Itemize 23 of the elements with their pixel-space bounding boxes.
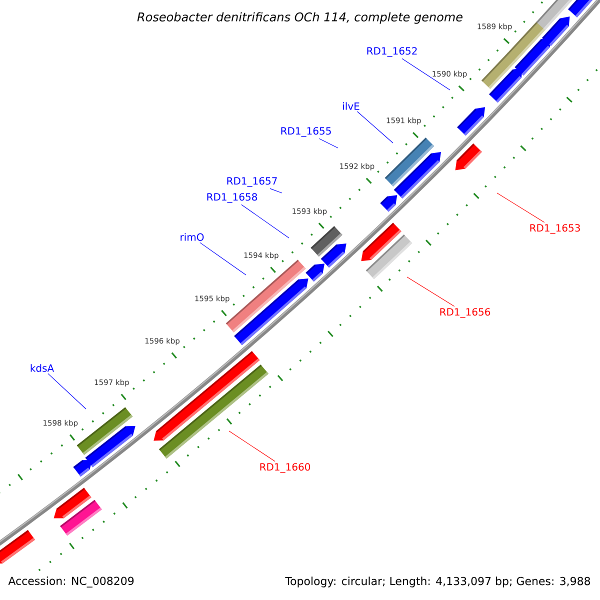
gene-label: RD1_1658 [207,193,258,203]
gene-label: RD1_1656 [440,308,490,318]
leader-line [270,188,282,194]
leader-line [228,430,276,462]
leader-line [48,373,86,410]
leader-line [496,192,545,223]
gene-label: RD1_1653 [530,224,580,234]
gene-label: ilvE [343,102,360,110]
leader-line [402,58,450,90]
gene-label: RD1_1657 [227,177,277,187]
leader-line [406,276,455,307]
title: Roseobacter denitrificans OCh 114, complete genome [137,12,462,24]
leader-line [241,204,290,238]
leader-line [200,242,246,276]
leader-line [318,138,338,148]
gene-label: RD1_1652 [367,47,417,57]
gene-label: RD1_1655 [281,127,331,137]
gene-label: kdsA [30,364,54,372]
gene-label: rimO [180,233,204,241]
accession-text: Accession: NC_008209 [8,576,134,588]
gene-label: RD1_1660 [260,463,310,473]
genome-info-text: Topology: circular; Length: 4,133,097 bp; Genes: 3,988 [285,576,590,588]
leader-line [356,111,394,144]
